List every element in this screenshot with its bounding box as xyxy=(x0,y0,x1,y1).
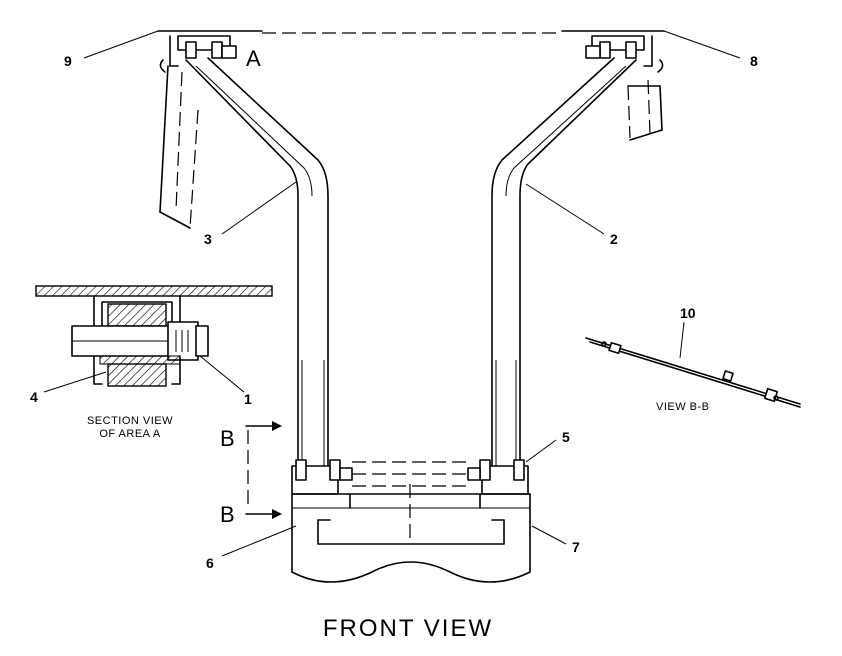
left-mirror-arm xyxy=(159,65,199,229)
callout-9: 9 xyxy=(64,53,72,69)
lower-brackets xyxy=(291,459,529,495)
right-top-bracket xyxy=(585,35,664,73)
section-view-area-a: SECTION VIEW OF AREA A xyxy=(35,285,273,440)
area-a-label: A xyxy=(246,46,261,71)
callout-5: 5 xyxy=(562,429,570,445)
view-bb-caption: VIEW B-B xyxy=(656,401,710,413)
right-mirror-arm xyxy=(627,79,663,141)
callout-8: 8 xyxy=(750,53,758,69)
callout-numbers: 9 8 3 2 4 1 5 6 7 10 xyxy=(30,53,758,571)
callout-3: 3 xyxy=(204,231,212,247)
right-tube xyxy=(491,57,637,471)
callout-6: 6 xyxy=(206,555,214,571)
section-bb-marker: B B xyxy=(220,421,282,527)
front-view-title: FRONT VIEW xyxy=(323,615,493,642)
callout-10: 10 xyxy=(680,305,696,321)
callout-4: 4 xyxy=(30,389,38,405)
callout-2: 2 xyxy=(610,231,618,247)
roof-line xyxy=(157,30,665,34)
section-view-caption-1: SECTION VIEW xyxy=(87,415,173,427)
leader-lines xyxy=(43,30,741,557)
left-tube xyxy=(185,57,329,471)
view-bb-detail: VIEW B-B xyxy=(585,337,801,413)
callout-1: 1 xyxy=(244,391,252,407)
section-b-top-label: B xyxy=(220,426,235,451)
section-b-bottom-label: B xyxy=(220,502,235,527)
section-view-caption-2: OF AREA A xyxy=(99,428,161,440)
mirror-housing xyxy=(291,484,531,583)
left-top-bracket xyxy=(159,35,237,73)
callout-7: 7 xyxy=(572,539,580,555)
